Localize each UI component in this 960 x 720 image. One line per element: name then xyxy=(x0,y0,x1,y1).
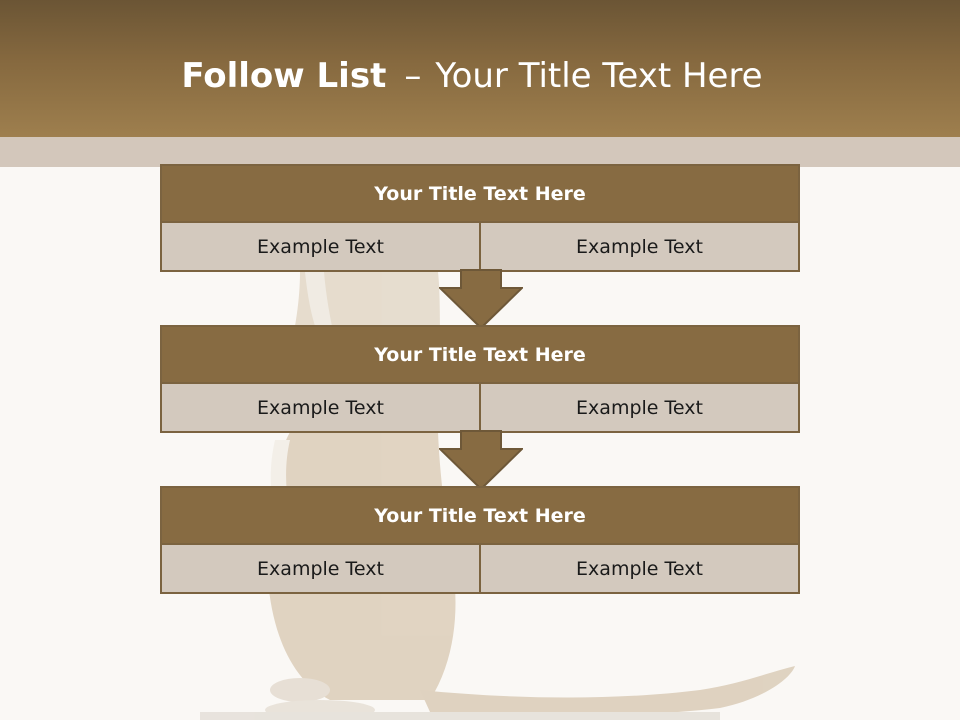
title-dash: – xyxy=(404,56,422,96)
block-cell-right: Example Text xyxy=(479,545,798,592)
slide-title: Follow List–Your Title Text Here xyxy=(0,50,944,102)
block-row: Example Text Example Text xyxy=(162,384,798,431)
block-cell-left: Example Text xyxy=(162,384,479,431)
block-row: Example Text Example Text xyxy=(162,223,798,270)
list-block-3: Your Title Text Here Example Text Exampl… xyxy=(160,486,800,594)
block-cell-left: Example Text xyxy=(162,545,479,592)
title-rest: Your Title Text Here xyxy=(435,56,763,96)
block-cell-right: Example Text xyxy=(479,223,798,270)
list-block-2: Your Title Text Here Example Text Exampl… xyxy=(160,325,800,433)
block-title: Your Title Text Here xyxy=(162,327,798,384)
header-band xyxy=(0,0,960,137)
block-cell-right: Example Text xyxy=(479,384,798,431)
block-title: Your Title Text Here xyxy=(162,488,798,545)
list-block-1: Your Title Text Here Example Text Exampl… xyxy=(160,164,800,272)
down-arrow-icon xyxy=(439,269,523,329)
down-arrow-icon xyxy=(439,430,523,490)
header-subband xyxy=(0,137,960,167)
block-cell-left: Example Text xyxy=(162,223,479,270)
block-title: Your Title Text Here xyxy=(162,166,798,223)
title-bold: Follow List xyxy=(181,56,387,96)
block-row: Example Text Example Text xyxy=(162,545,798,592)
